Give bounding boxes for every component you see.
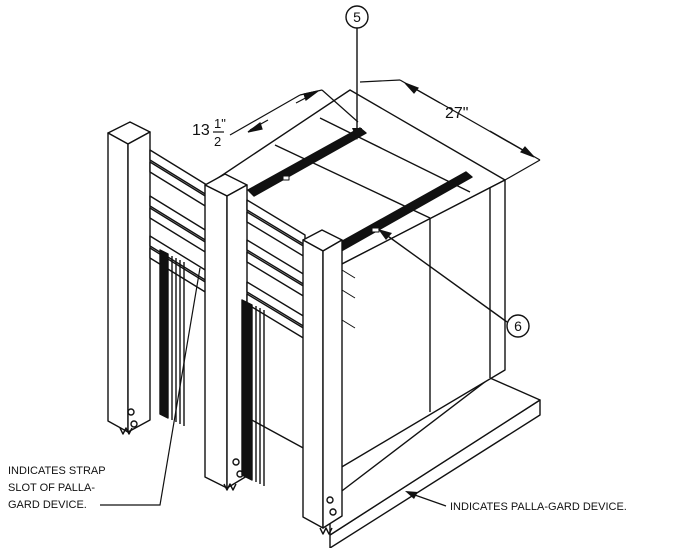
slat-edge-details <box>341 269 356 329</box>
dimension-lines <box>229 79 541 181</box>
strap-slot-label-line1: INDICATES STRAP <box>8 465 106 477</box>
callout-5-number: 5 <box>353 9 361 25</box>
top-straps <box>247 127 473 255</box>
palla-gard-annotation: INDICATES PALLA-GARD DEVICE. <box>405 491 627 513</box>
callout-6-number: 6 <box>514 318 522 334</box>
strap-slot-label-line2: SLOT OF PALLA- <box>8 482 95 494</box>
palla-gard-label: INDICATES PALLA-GARD DEVICE. <box>450 501 627 513</box>
strap-slot-label-line3: GARD DEVICE. <box>8 499 87 511</box>
dimension-strap-spacing-numerator: 1" <box>214 116 226 131</box>
callout-6: 6 <box>378 229 530 338</box>
dimension-strap-spacing-denominator: 2 <box>214 134 221 149</box>
dimension-width-label: 27" <box>445 105 468 122</box>
strap-slot-annotation: INDICATES STRAP SLOT OF PALLA- GARD DEVI… <box>8 267 201 511</box>
middle-post <box>204 173 306 491</box>
back-frame <box>107 121 216 435</box>
callout-5: 5 <box>345 5 369 140</box>
dimension-strap-spacing-whole: 13 <box>192 122 210 139</box>
front-post <box>302 229 343 535</box>
